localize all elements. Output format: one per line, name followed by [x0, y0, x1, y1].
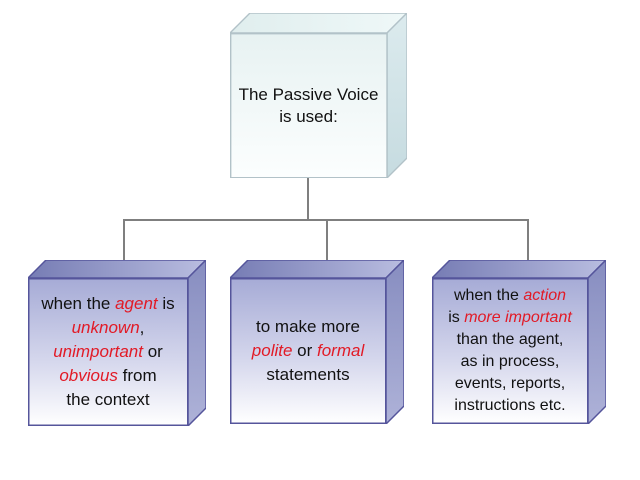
connector-drop-left: [123, 219, 125, 265]
child-box-right-face: [587, 260, 606, 424]
child-node-3d-shape: [28, 260, 206, 426]
child-box-top-face: [432, 260, 606, 279]
connector-trunk: [307, 177, 309, 221]
root-node-3d-shape: [230, 13, 407, 178]
child-box-front-face: [28, 278, 189, 426]
root-box-top-face: [230, 13, 407, 34]
child-box-right-face: [385, 260, 404, 424]
child-box-top-face: [28, 260, 206, 279]
connector-drop-right: [527, 219, 529, 265]
child-box-front-face: [432, 278, 589, 424]
connector-drop-middle: [326, 219, 328, 265]
child-box-top-face: [230, 260, 404, 279]
child-node-3d-shape: [230, 260, 404, 424]
child-box-front-face: [230, 278, 387, 424]
root-box-front-face: [230, 33, 388, 178]
root-box-right-face: [386, 13, 407, 178]
child-node-3d-shape: [432, 260, 606, 424]
child-box-right-face: [187, 260, 206, 426]
